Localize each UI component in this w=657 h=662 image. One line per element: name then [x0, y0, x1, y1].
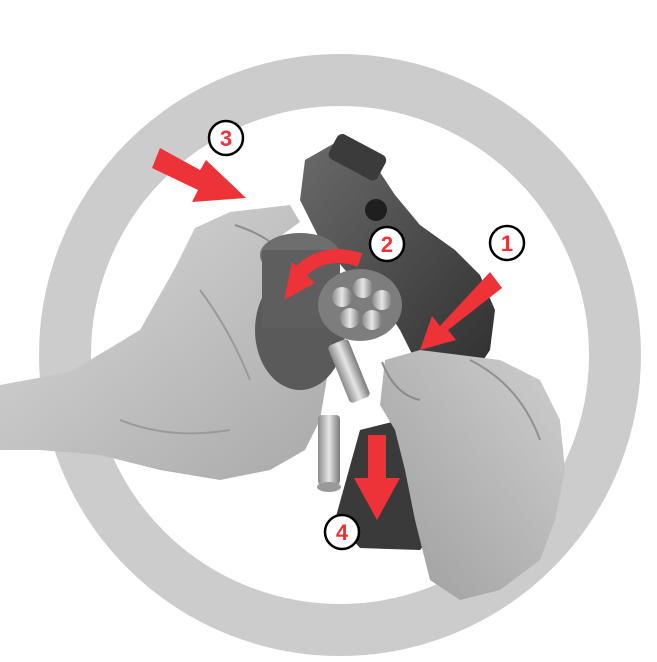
step-4-label: 4: [336, 520, 349, 545]
step-1-label: 1: [501, 231, 513, 256]
ejected-cartridge: [327, 338, 371, 404]
step-2-label: 2: [381, 232, 393, 257]
step-2-marker: 2: [370, 227, 404, 261]
step-3-label: 3: [220, 126, 232, 151]
step-1-marker: 1: [490, 226, 524, 260]
step-3-marker: 3: [209, 121, 243, 155]
ejected-cartridge: [317, 415, 341, 492]
step-4-marker: 4: [325, 515, 359, 549]
